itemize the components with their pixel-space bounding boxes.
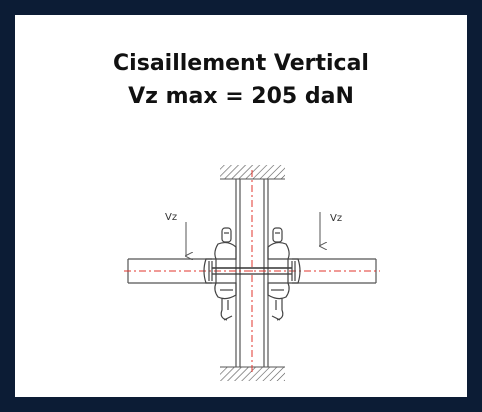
vertical-post xyxy=(235,179,269,367)
right-force-label: Vz xyxy=(330,213,342,224)
title-line-2: Vz max = 205 daN xyxy=(128,84,354,109)
card-title: Cisaillement Vertical Vz max = 205 daN xyxy=(15,47,467,113)
bottom-support-hatch xyxy=(220,367,285,381)
card-panel: Cisaillement Vertical Vz max = 205 daN xyxy=(15,15,467,397)
right-clamp xyxy=(267,227,301,321)
title-line-1: Cisaillement Vertical xyxy=(113,51,369,76)
left-force-label: Vz xyxy=(165,212,177,223)
left-clamp xyxy=(203,227,237,321)
